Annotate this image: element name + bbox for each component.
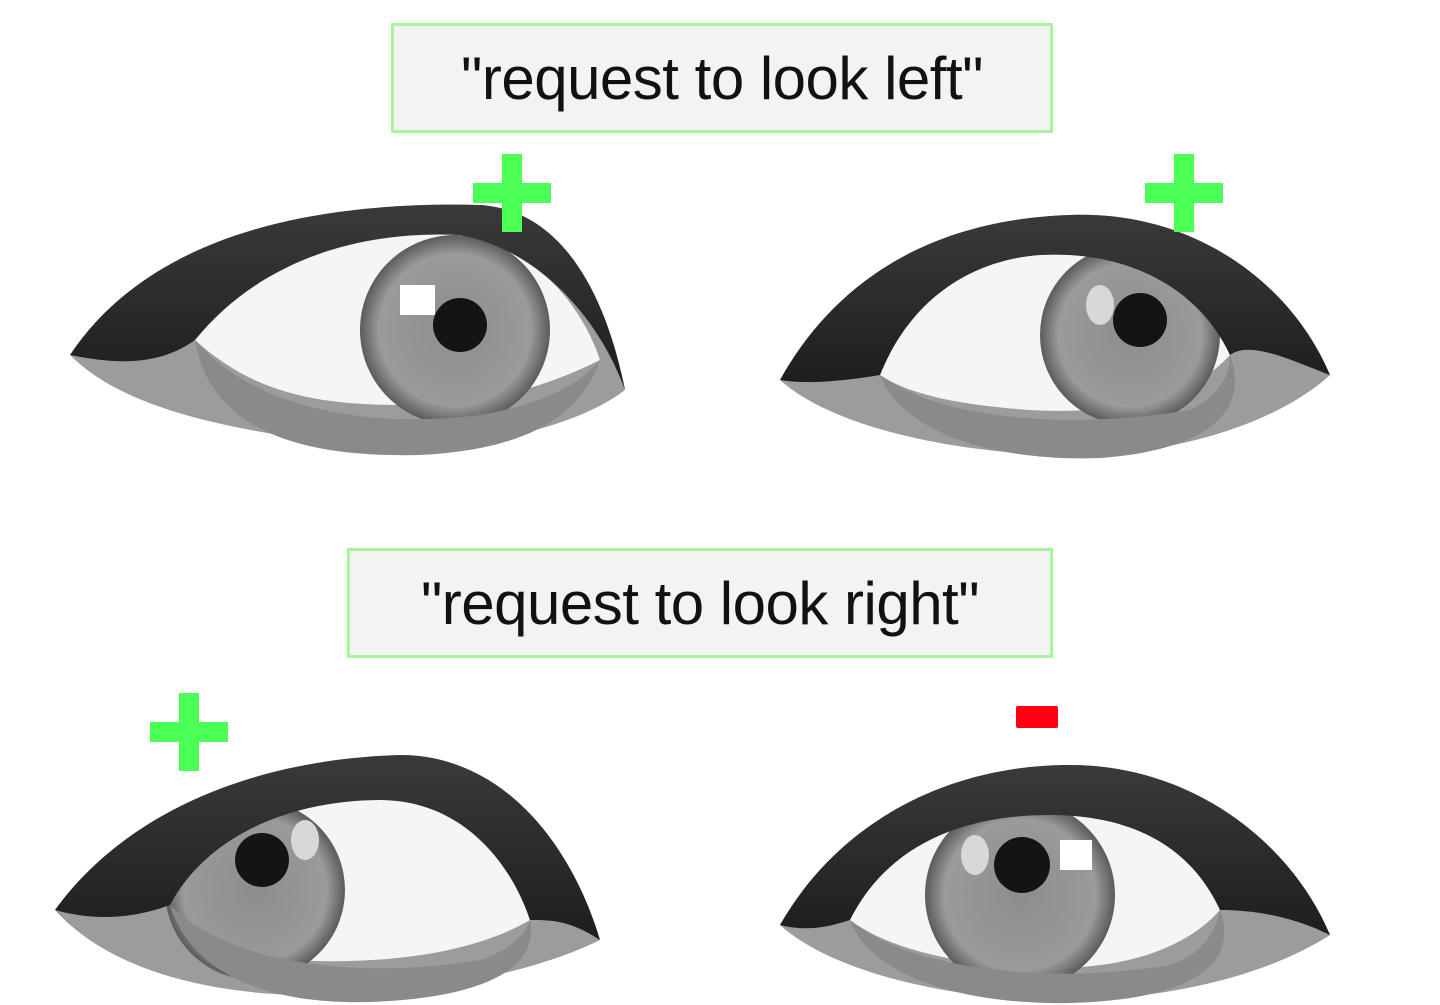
- eye-illustration: [780, 214, 1330, 459]
- label-request-look-left: "request to look left": [391, 23, 1053, 133]
- label-text: "request to look right": [420, 569, 980, 637]
- eye-illustration: [70, 204, 625, 456]
- eye-illustration: [780, 765, 1330, 1004]
- plus-icon: [473, 154, 551, 232]
- label-request-look-right: "request to look right": [347, 548, 1053, 658]
- label-text: "request to look left": [461, 44, 983, 112]
- plus-icon: [1145, 154, 1223, 232]
- minus-icon: [1016, 706, 1058, 728]
- plus-icon: [150, 693, 228, 771]
- eye-illustration: [55, 755, 600, 1003]
